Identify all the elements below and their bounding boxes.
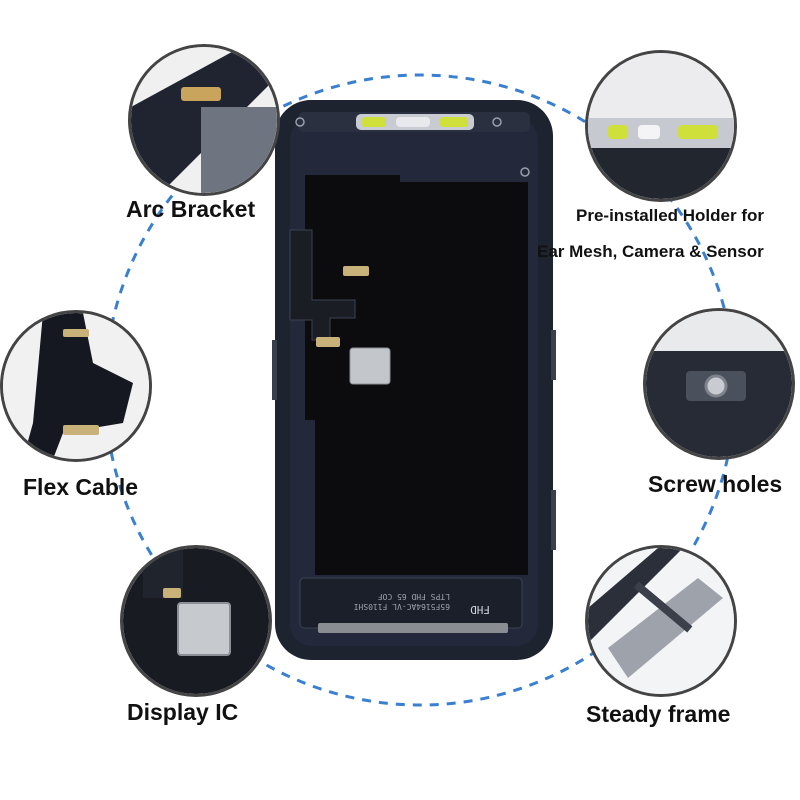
label-display-ic: Display IC — [127, 699, 239, 725]
label-steady-frame: Steady frame — [586, 701, 731, 727]
label-holder-line1: Pre-installed Holder for — [576, 206, 764, 225]
zoom-display-ic — [120, 545, 272, 697]
zoom-ear-mesh-holder — [585, 50, 737, 202]
zoom-arc-bracket — [128, 44, 280, 196]
display-panel — [305, 175, 528, 575]
flex-cable — [289, 229, 356, 341]
display-ic-chip — [349, 347, 391, 385]
board-print-fhd: FHD — [470, 603, 490, 616]
label-screw-holes: Screw holes — [648, 471, 783, 497]
label-holder-line2: Ear Mesh, Camera & Sensor — [537, 242, 764, 261]
board-print-line1: 65F5164AC-VL F110SHI — [353, 602, 450, 611]
zoom-steady-frame — [585, 545, 737, 697]
label-arc-bracket: Arc Bracket — [126, 196, 256, 222]
zoom-flex-cable — [0, 310, 152, 462]
label-flex-cable: Flex Cable — [23, 474, 139, 500]
zoom-screw-holes — [643, 308, 795, 460]
board-print-line2: LTPS FHD 65 COF — [378, 592, 450, 601]
